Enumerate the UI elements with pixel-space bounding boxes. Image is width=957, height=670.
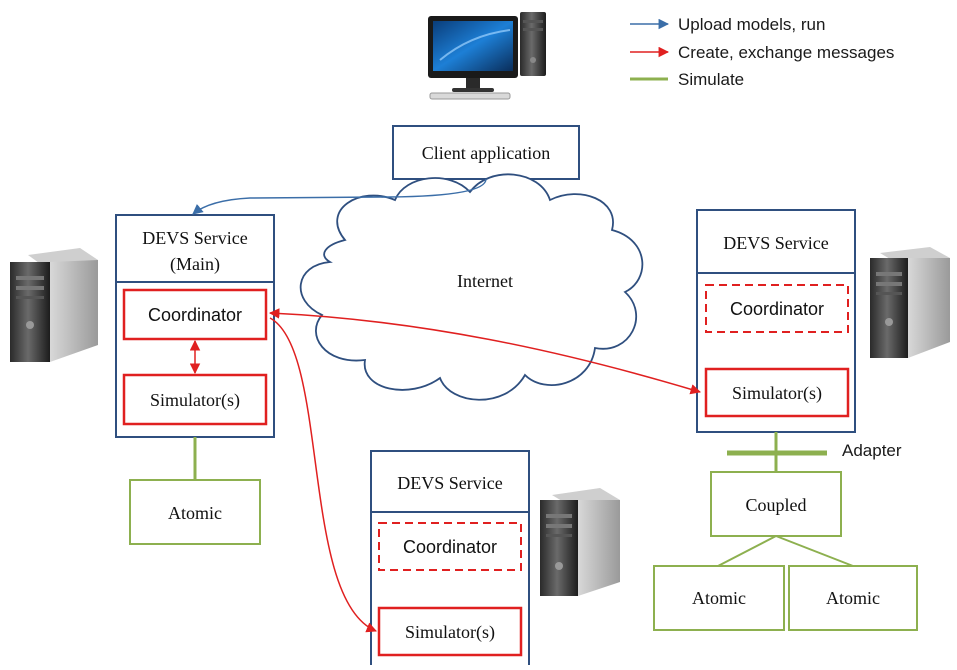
- legend: Upload models, run Create, exchange mess…: [630, 15, 894, 89]
- devs-service-bottom-title: DEVS Service: [397, 473, 502, 493]
- bottom-coordinator-box: [378, 522, 522, 571]
- devs-service-right: DEVS Service Coordinator Simulator(s): [696, 209, 856, 433]
- upload-arrow: [192, 178, 487, 215]
- client-application-label: Client application: [422, 143, 550, 163]
- legend-upload-label: Upload models, run: [678, 15, 825, 34]
- main-simulator-label: Simulator(s): [150, 390, 240, 411]
- internet-label: Internet: [457, 271, 513, 291]
- legend-simulate-label: Simulate: [678, 70, 744, 89]
- right-atomic-right-label: Atomic: [826, 588, 880, 608]
- main-coordinator-label: Coordinator: [148, 305, 242, 325]
- bottom-simulator-label: Simulator(s): [405, 622, 495, 643]
- legend-create-label: Create, exchange messages: [678, 43, 894, 62]
- main-simulator-box: [122, 373, 268, 426]
- adapter-label: Adapter: [842, 441, 902, 460]
- bottom-coordinator-label: Coordinator: [403, 537, 497, 557]
- right-coordinator-label: Coordinator: [730, 299, 824, 319]
- coupled-box: Coupled: [710, 471, 842, 537]
- internet-cloud: Internet: [299, 173, 644, 401]
- devs-service-main-title: DEVS Service: [142, 228, 247, 248]
- bottom-simulator-box: [377, 606, 523, 657]
- desktop-computer-icon: [428, 12, 546, 100]
- coupled-label: Coupled: [746, 495, 807, 515]
- devs-service-main: DEVS Service (Main) Coordinator Simulato…: [115, 214, 275, 438]
- right-atomic-left-label: Atomic: [692, 588, 746, 608]
- devs-service-bottom: DEVS Service Coordinator Simulator(s): [370, 450, 530, 670]
- server-tower-icon-left: [10, 248, 98, 362]
- right-simulator-label: Simulator(s): [732, 383, 822, 404]
- main-atomic-box: Atomic: [129, 479, 261, 545]
- main-atomic-label: Atomic: [168, 503, 222, 523]
- message-link-right: [268, 308, 702, 395]
- coupled-to-atomic-right-link: [775, 535, 854, 567]
- right-coordinator-box: [705, 284, 849, 333]
- client-application-box: Client application: [392, 125, 580, 180]
- devs-service-main-subtitle: (Main): [170, 254, 220, 275]
- right-atomic-left-box: Atomic: [653, 565, 785, 631]
- coupled-to-atomic-left-link: [717, 535, 777, 567]
- devs-service-right-title: DEVS Service: [723, 233, 828, 253]
- right-simulator-box: [704, 367, 850, 418]
- main-coordinator-box: [122, 288, 268, 341]
- right-atomic-right-box: Atomic: [788, 565, 918, 631]
- server-tower-icon-bottom: [540, 488, 620, 596]
- message-link-bottom: [269, 317, 377, 633]
- server-tower-icon-right: [870, 247, 950, 358]
